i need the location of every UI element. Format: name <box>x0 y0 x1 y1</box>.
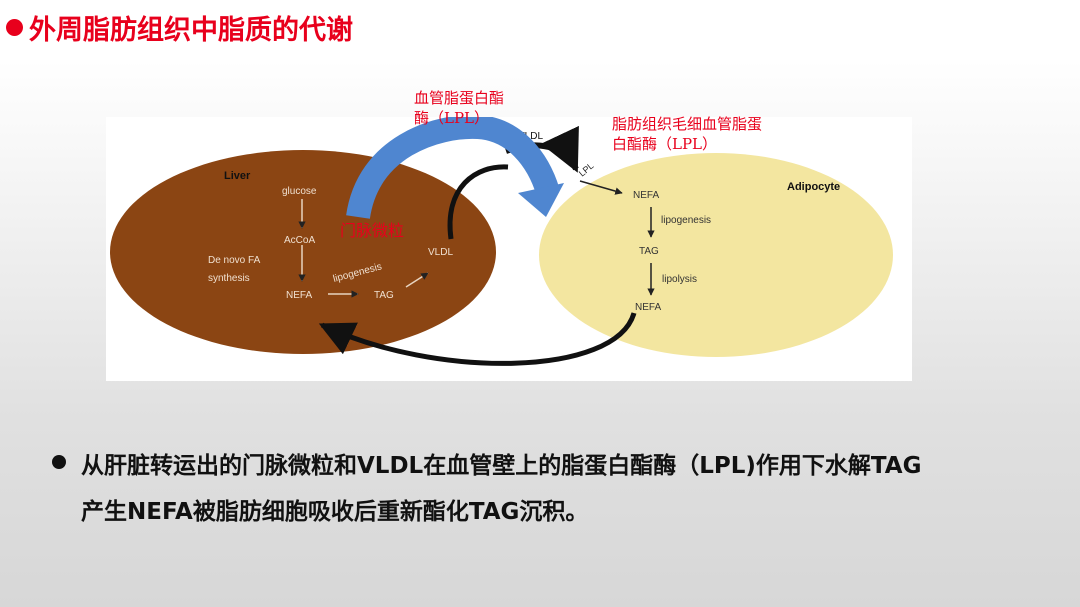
liver-tag-label: TAG <box>374 290 394 301</box>
adipocyte-lipogenesis-label: lipogenesis <box>661 215 711 226</box>
chylomicron-arrow-head <box>518 183 564 217</box>
slide-header: 外周脂肪组织中脂质的代谢 <box>6 8 353 47</box>
adipocyte-cell <box>539 153 893 357</box>
bullet-dot-icon <box>52 455 66 469</box>
lpl-label: LPL <box>577 161 596 179</box>
adipose-capillary-lpl-line1: 脂肪组织毛细血管脂蛋 <box>612 115 763 133</box>
bullet-text: 从肝脏转运出的门脉微粒和VLDL在血管壁上的脂蛋白酯酶（LPL)作用下水解TAG… <box>81 443 1062 535</box>
adipocyte-lipolysis-label: lipolysis <box>662 274 697 285</box>
adipocyte-tag-label: TAG <box>639 246 659 257</box>
bullet-point: 从肝脏转运出的门脉微粒和VLDL在血管壁上的脂蛋白酯酶（LPL)作用下水解TAG… <box>52 443 1062 535</box>
vldl-transport-arrow <box>447 164 509 240</box>
chylomicron-note: 门脉微粒 <box>340 221 405 240</box>
nefa-return-arrow <box>318 312 637 366</box>
liver-synthesis-label: synthesis <box>208 273 250 284</box>
tag-to-vldl-arrow <box>405 272 429 288</box>
bullet-line-1: 从肝脏转运出的门脉微粒和VLDL在血管壁上的脂蛋白酯酶（LPL)作用下水解TAG <box>81 453 922 479</box>
liver-label: Liver <box>224 170 251 182</box>
diagram-canvas: Liver glucose AcCoA De novo FA synthesis… <box>110 117 893 366</box>
vldl-top-label: VLDL <box>518 131 543 142</box>
adipocyte-nefa-top-label: NEFA <box>633 190 659 201</box>
lpl-arrow <box>579 180 623 195</box>
adipocyte-nefa-bottom-label: NEFA <box>635 302 661 313</box>
adipose-capillary-lpl-note: 脂肪组织毛细血管脂蛋 白酯酶（LPL） <box>612 114 762 154</box>
adipose-capillary-lpl-line2: 白酯酶（LPL） <box>612 135 718 153</box>
liver-accoa-label: AcCoA <box>284 235 315 246</box>
bullet-line-2: 产生NEFA被脂肪细胞吸收后重新酯化TAG沉积。 <box>81 499 589 525</box>
blood-vessel-lpl-line1: 血管脂蛋白酯 <box>414 89 505 107</box>
liver-nefa-label: NEFA <box>286 290 312 301</box>
blood-vessel-lpl-line2: 酶（LPL） <box>414 109 490 127</box>
liver-glucose-label: glucose <box>282 186 317 197</box>
liver-vldl-label: VLDL <box>428 247 453 258</box>
adipocyte-label: Adipocyte <box>787 181 840 193</box>
lipid-metabolism-diagram: Liver glucose AcCoA De novo FA synthesis… <box>106 117 912 381</box>
blood-vessel-lpl-note: 血管脂蛋白酯 酶（LPL） <box>414 88 504 128</box>
slide-title: 外周脂肪组织中脂质的代谢 <box>29 15 353 46</box>
title-bullet-icon <box>6 19 23 36</box>
liver-denovo-label: De novo FA <box>208 255 261 266</box>
chylomicron-arrow <box>346 117 560 220</box>
liver-cell <box>110 150 496 354</box>
